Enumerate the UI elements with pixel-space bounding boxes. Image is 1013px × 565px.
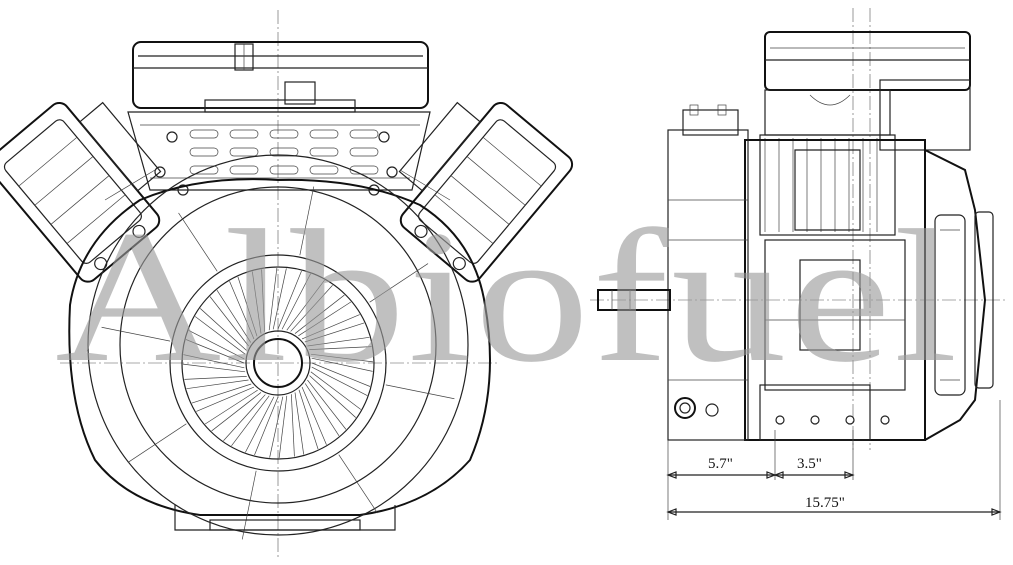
dimension-label-b: 3.5" xyxy=(797,456,822,472)
watermark-text: Albiofuel xyxy=(55,192,960,402)
side-pto-housing xyxy=(667,104,749,441)
engine-base xyxy=(174,505,396,531)
side-air-cleaner xyxy=(764,31,971,91)
side-crankshaft xyxy=(597,289,671,311)
flywheel-fan xyxy=(101,186,455,540)
blower-housing xyxy=(68,154,491,536)
air-cleaner xyxy=(132,41,429,113)
side-cylinder xyxy=(759,79,971,236)
side-flywheel xyxy=(924,149,994,441)
front-view xyxy=(0,10,574,560)
side-crankcase xyxy=(744,139,926,441)
right-cylinder-head xyxy=(398,101,574,283)
dimension-label-a: 5.7" xyxy=(708,456,733,472)
dimension-label-total: 15.75" xyxy=(805,495,845,511)
left-cylinder-head xyxy=(0,101,162,283)
side-view: 5.7" 3.5" 15.75" xyxy=(590,8,1005,520)
intake-manifold xyxy=(127,111,431,196)
dimension-lines: 5.7" 3.5" 15.75" xyxy=(666,400,1002,520)
